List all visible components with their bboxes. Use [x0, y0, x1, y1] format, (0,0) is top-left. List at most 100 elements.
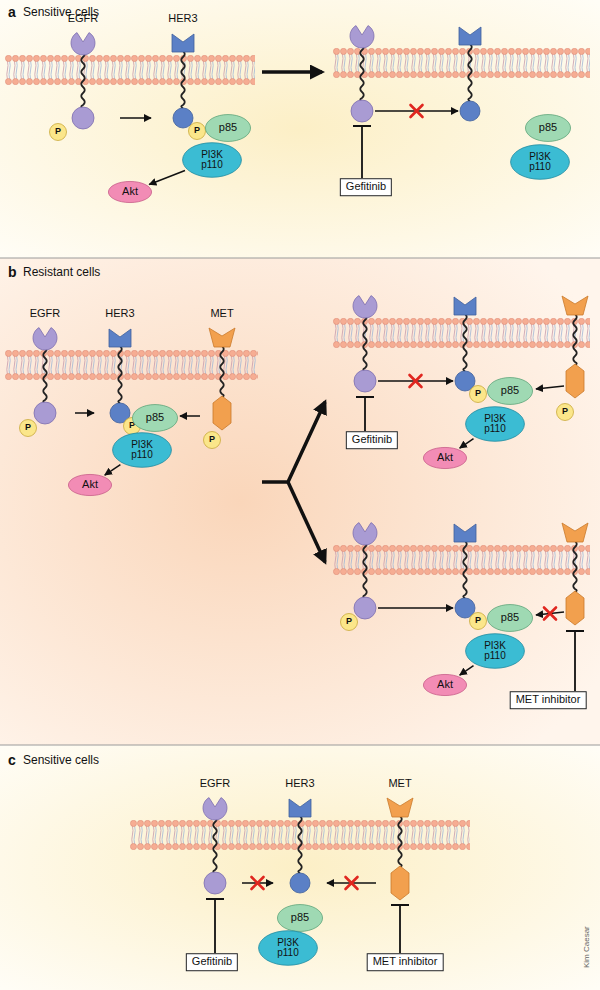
panel-letter: c [8, 752, 16, 768]
phospho-site: P [469, 612, 487, 630]
node-label: P [209, 435, 215, 444]
panel-heading: Sensitive cells [23, 753, 99, 767]
receptor-figure [459, 27, 481, 121]
receptor: EGFR P [17, 308, 73, 451]
receptor-figure [353, 296, 377, 392]
protein-ellipse: Akt [108, 181, 152, 203]
receptor: METP [202, 308, 242, 451]
node-label: PI3K p110 [523, 152, 557, 173]
protein-ellipse: PI3K p110 [510, 144, 570, 180]
signal-arrow [460, 666, 474, 675]
receptor-figure [562, 296, 588, 398]
protein-ellipse: p85 [487, 604, 533, 632]
inhibition-bar [356, 397, 374, 431]
protein-ellipse: PI3K p110 [182, 142, 242, 178]
protein-ellipse: p85 [205, 114, 251, 142]
protein-ellipse: Akt [423, 674, 467, 696]
signal-arrow [460, 439, 474, 448]
node-label: P [475, 616, 481, 625]
node-label: P [562, 407, 568, 416]
drug-box: Gefitinib [346, 431, 398, 449]
block-cross [252, 877, 264, 889]
panel-ground [0, 0, 600, 258]
phospho-site: P [203, 431, 221, 449]
node-label: P [475, 389, 481, 398]
node-label: PI3K p110 [478, 414, 512, 435]
phospho-site: P [340, 613, 358, 631]
panel-ground [0, 745, 600, 990]
protein-ellipse: p85 [132, 404, 178, 432]
receptor-figure [203, 798, 227, 894]
node-label: Akt [437, 679, 453, 691]
protein-ellipse: PI3K p110 [258, 930, 318, 966]
node-label: EGFR [190, 778, 240, 790]
node-label: Akt [82, 479, 98, 491]
block-cross [346, 877, 358, 889]
node-label: Akt [437, 452, 453, 464]
inhibition-bar [391, 905, 409, 953]
node-label: PI3K p110 [271, 938, 305, 959]
block-cross [411, 105, 423, 117]
block-cross [410, 375, 422, 387]
receptor: EGFR [190, 778, 240, 921]
node-label: MET [378, 778, 422, 790]
node-label: PI3K p110 [478, 641, 512, 662]
signal-arrow [120, 117, 151, 119]
drug-box: MET inhibitor [510, 691, 587, 709]
node-label: HER3 [96, 308, 144, 320]
drug-box: Gefitinib [340, 178, 392, 196]
protein-ellipse: Akt [423, 447, 467, 469]
panel-ground [0, 258, 600, 745]
node-label: p85 [539, 122, 557, 134]
node-label: P [55, 127, 61, 136]
protein-ellipse: PI3K p110 [465, 406, 525, 442]
receptor: EGFRP [48, 13, 118, 156]
panel-letter: b [8, 264, 17, 280]
receptor-figure [454, 297, 476, 391]
receptor: HER3P [96, 308, 144, 451]
receptor-figure [387, 798, 413, 900]
node-label: p85 [501, 385, 519, 397]
node-label: Akt [122, 186, 138, 198]
receptor-figure [172, 34, 194, 128]
receptor-figure [454, 524, 476, 618]
receptor: HER3P [153, 13, 213, 156]
node-label: HER3 [153, 13, 213, 25]
node-label: HER3 [275, 778, 325, 790]
credit-watermark: Kim Caesar [582, 926, 591, 968]
receptor-figure [71, 33, 95, 129]
phospho-site: P [19, 419, 37, 437]
panel-divider [0, 258, 600, 259]
panel-divider [0, 745, 600, 746]
node-label: MET inhibitor [373, 956, 438, 968]
phospho-site: P [556, 403, 574, 421]
receptor-figure [562, 523, 588, 625]
protein-ellipse: p85 [487, 377, 533, 405]
receptor-figure [33, 328, 57, 424]
node-label: p85 [501, 612, 519, 624]
protein-ellipse: p85 [525, 114, 571, 142]
phospho-site: P [469, 385, 487, 403]
protein-ellipse: PI3K p110 [112, 432, 172, 468]
cell-membrane [333, 545, 590, 575]
node-label: p85 [219, 122, 237, 134]
node-label: p85 [146, 412, 164, 424]
receptor-figure [109, 329, 131, 423]
block-cross [544, 608, 556, 620]
panel-heading: Sensitive cells [23, 5, 99, 19]
cell-membrane [333, 318, 590, 348]
node-label: EGFR [17, 308, 73, 320]
drug-box: MET inhibitor [367, 953, 444, 971]
receptor: MET [378, 778, 422, 921]
node-label: MET inhibitor [516, 694, 581, 706]
phospho-site: P [188, 122, 206, 140]
node-label: P [346, 617, 352, 626]
panel-heading: Resistant cells [23, 265, 100, 279]
signal-arrow [536, 386, 564, 389]
receptor-figure [289, 799, 311, 893]
branch-arrow [288, 482, 325, 562]
node-label: PI3K p110 [125, 440, 159, 461]
receptor-figure [350, 26, 374, 122]
inhibition-bar [353, 126, 371, 178]
node-label: Gefitinib [192, 956, 232, 968]
